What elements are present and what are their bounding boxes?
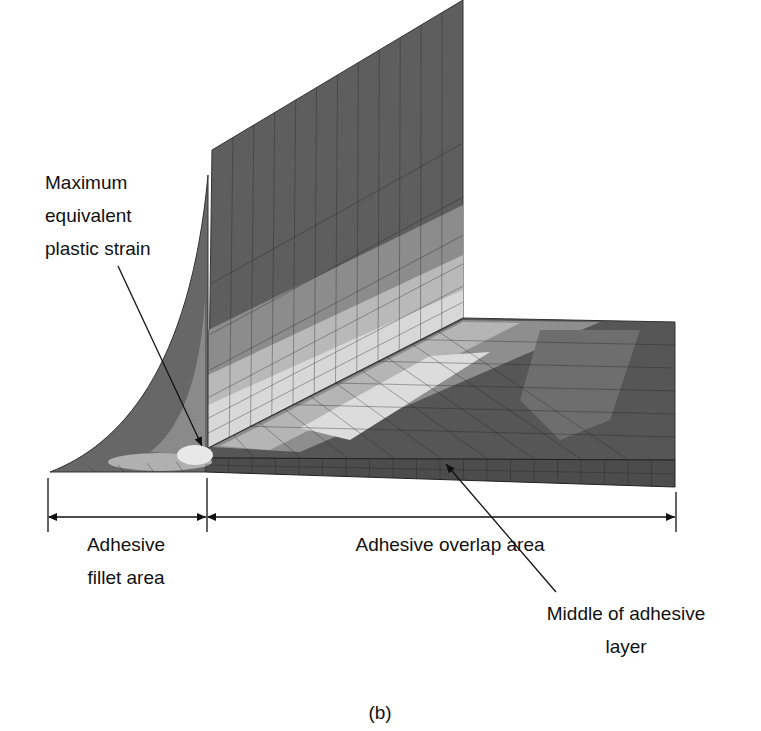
adhesive-front-face xyxy=(205,458,675,487)
mesh-line xyxy=(651,460,652,486)
mesh-line xyxy=(251,125,254,426)
mesh-lines xyxy=(89,13,675,487)
mesh-line xyxy=(412,344,582,460)
mesh-line xyxy=(251,426,676,437)
max-strain-spot xyxy=(177,445,213,465)
mesh-line xyxy=(205,465,675,474)
mesh-line xyxy=(272,113,275,416)
mesh-line xyxy=(438,331,629,460)
mesh-line xyxy=(209,235,463,370)
mesh-line xyxy=(208,286,463,418)
mesh-line xyxy=(314,88,316,394)
leader-line xyxy=(118,266,202,446)
mesh-line xyxy=(293,405,675,414)
dimension-line xyxy=(49,516,206,517)
callout-label: Middle of adhesive layer xyxy=(535,597,717,663)
extension-line xyxy=(206,478,207,532)
mesh-line xyxy=(420,25,422,340)
mesh-line xyxy=(399,38,400,351)
mesh-line xyxy=(336,75,338,383)
mesh-line xyxy=(229,138,233,438)
mesh-line xyxy=(118,465,124,472)
mesh-line xyxy=(210,197,463,335)
contour-band xyxy=(150,300,205,455)
mesh-line xyxy=(89,466,95,472)
dimension-label: Adhesive overlap area xyxy=(300,528,600,561)
mesh-line xyxy=(378,361,675,368)
dimension-label: Adhesive fillet area xyxy=(75,528,177,594)
mesh-line xyxy=(147,463,154,472)
mesh-line xyxy=(357,63,359,373)
contour-band xyxy=(300,352,490,440)
mesh-line xyxy=(285,409,349,459)
mesh-line xyxy=(378,50,379,361)
mesh-line xyxy=(336,383,442,459)
mesh-line xyxy=(441,13,442,329)
mesh-line xyxy=(387,357,535,459)
contour-band xyxy=(520,330,640,440)
extension-line xyxy=(47,478,48,532)
mesh-line xyxy=(208,302,463,433)
mesh-line xyxy=(628,460,629,486)
dimension-line xyxy=(208,516,675,517)
mesh-line xyxy=(604,460,605,485)
extension-line xyxy=(675,492,676,532)
figure-caption: (b) xyxy=(350,696,410,729)
mesh-line xyxy=(421,340,676,345)
mesh-line xyxy=(210,143,463,284)
horizontal-plate xyxy=(208,318,675,460)
mesh-line xyxy=(176,462,183,472)
mesh-line xyxy=(293,100,296,405)
callout-label: Maximum equivalent plastic strain xyxy=(45,166,185,265)
mesh-line xyxy=(209,264,463,397)
mesh-line xyxy=(336,383,676,391)
mesh-line xyxy=(234,435,255,458)
leader-line xyxy=(446,464,556,592)
